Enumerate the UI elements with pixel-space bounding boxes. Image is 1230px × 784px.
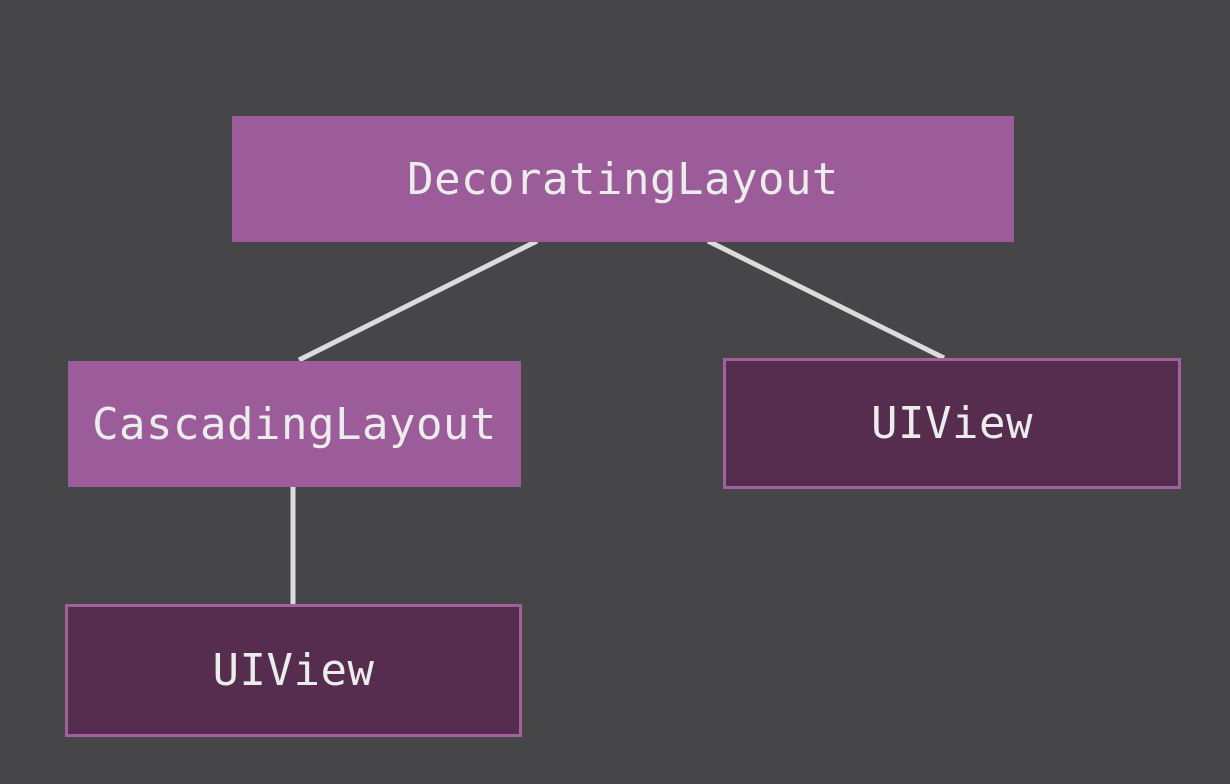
connector-root-to-cascading <box>297 238 539 363</box>
decorating-layout-node: DecoratingLayout <box>232 116 1014 242</box>
uiview-bottom-node: UIView <box>65 604 522 737</box>
node-label: UIView <box>212 645 375 696</box>
connector-root-to-uiview-right <box>706 238 946 361</box>
node-label: UIView <box>871 398 1033 449</box>
node-label: DecoratingLayout <box>407 153 839 205</box>
node-label: CascadingLayout <box>92 398 497 450</box>
cascading-layout-node: CascadingLayout <box>68 361 521 487</box>
uiview-right-node: UIView <box>723 358 1181 489</box>
